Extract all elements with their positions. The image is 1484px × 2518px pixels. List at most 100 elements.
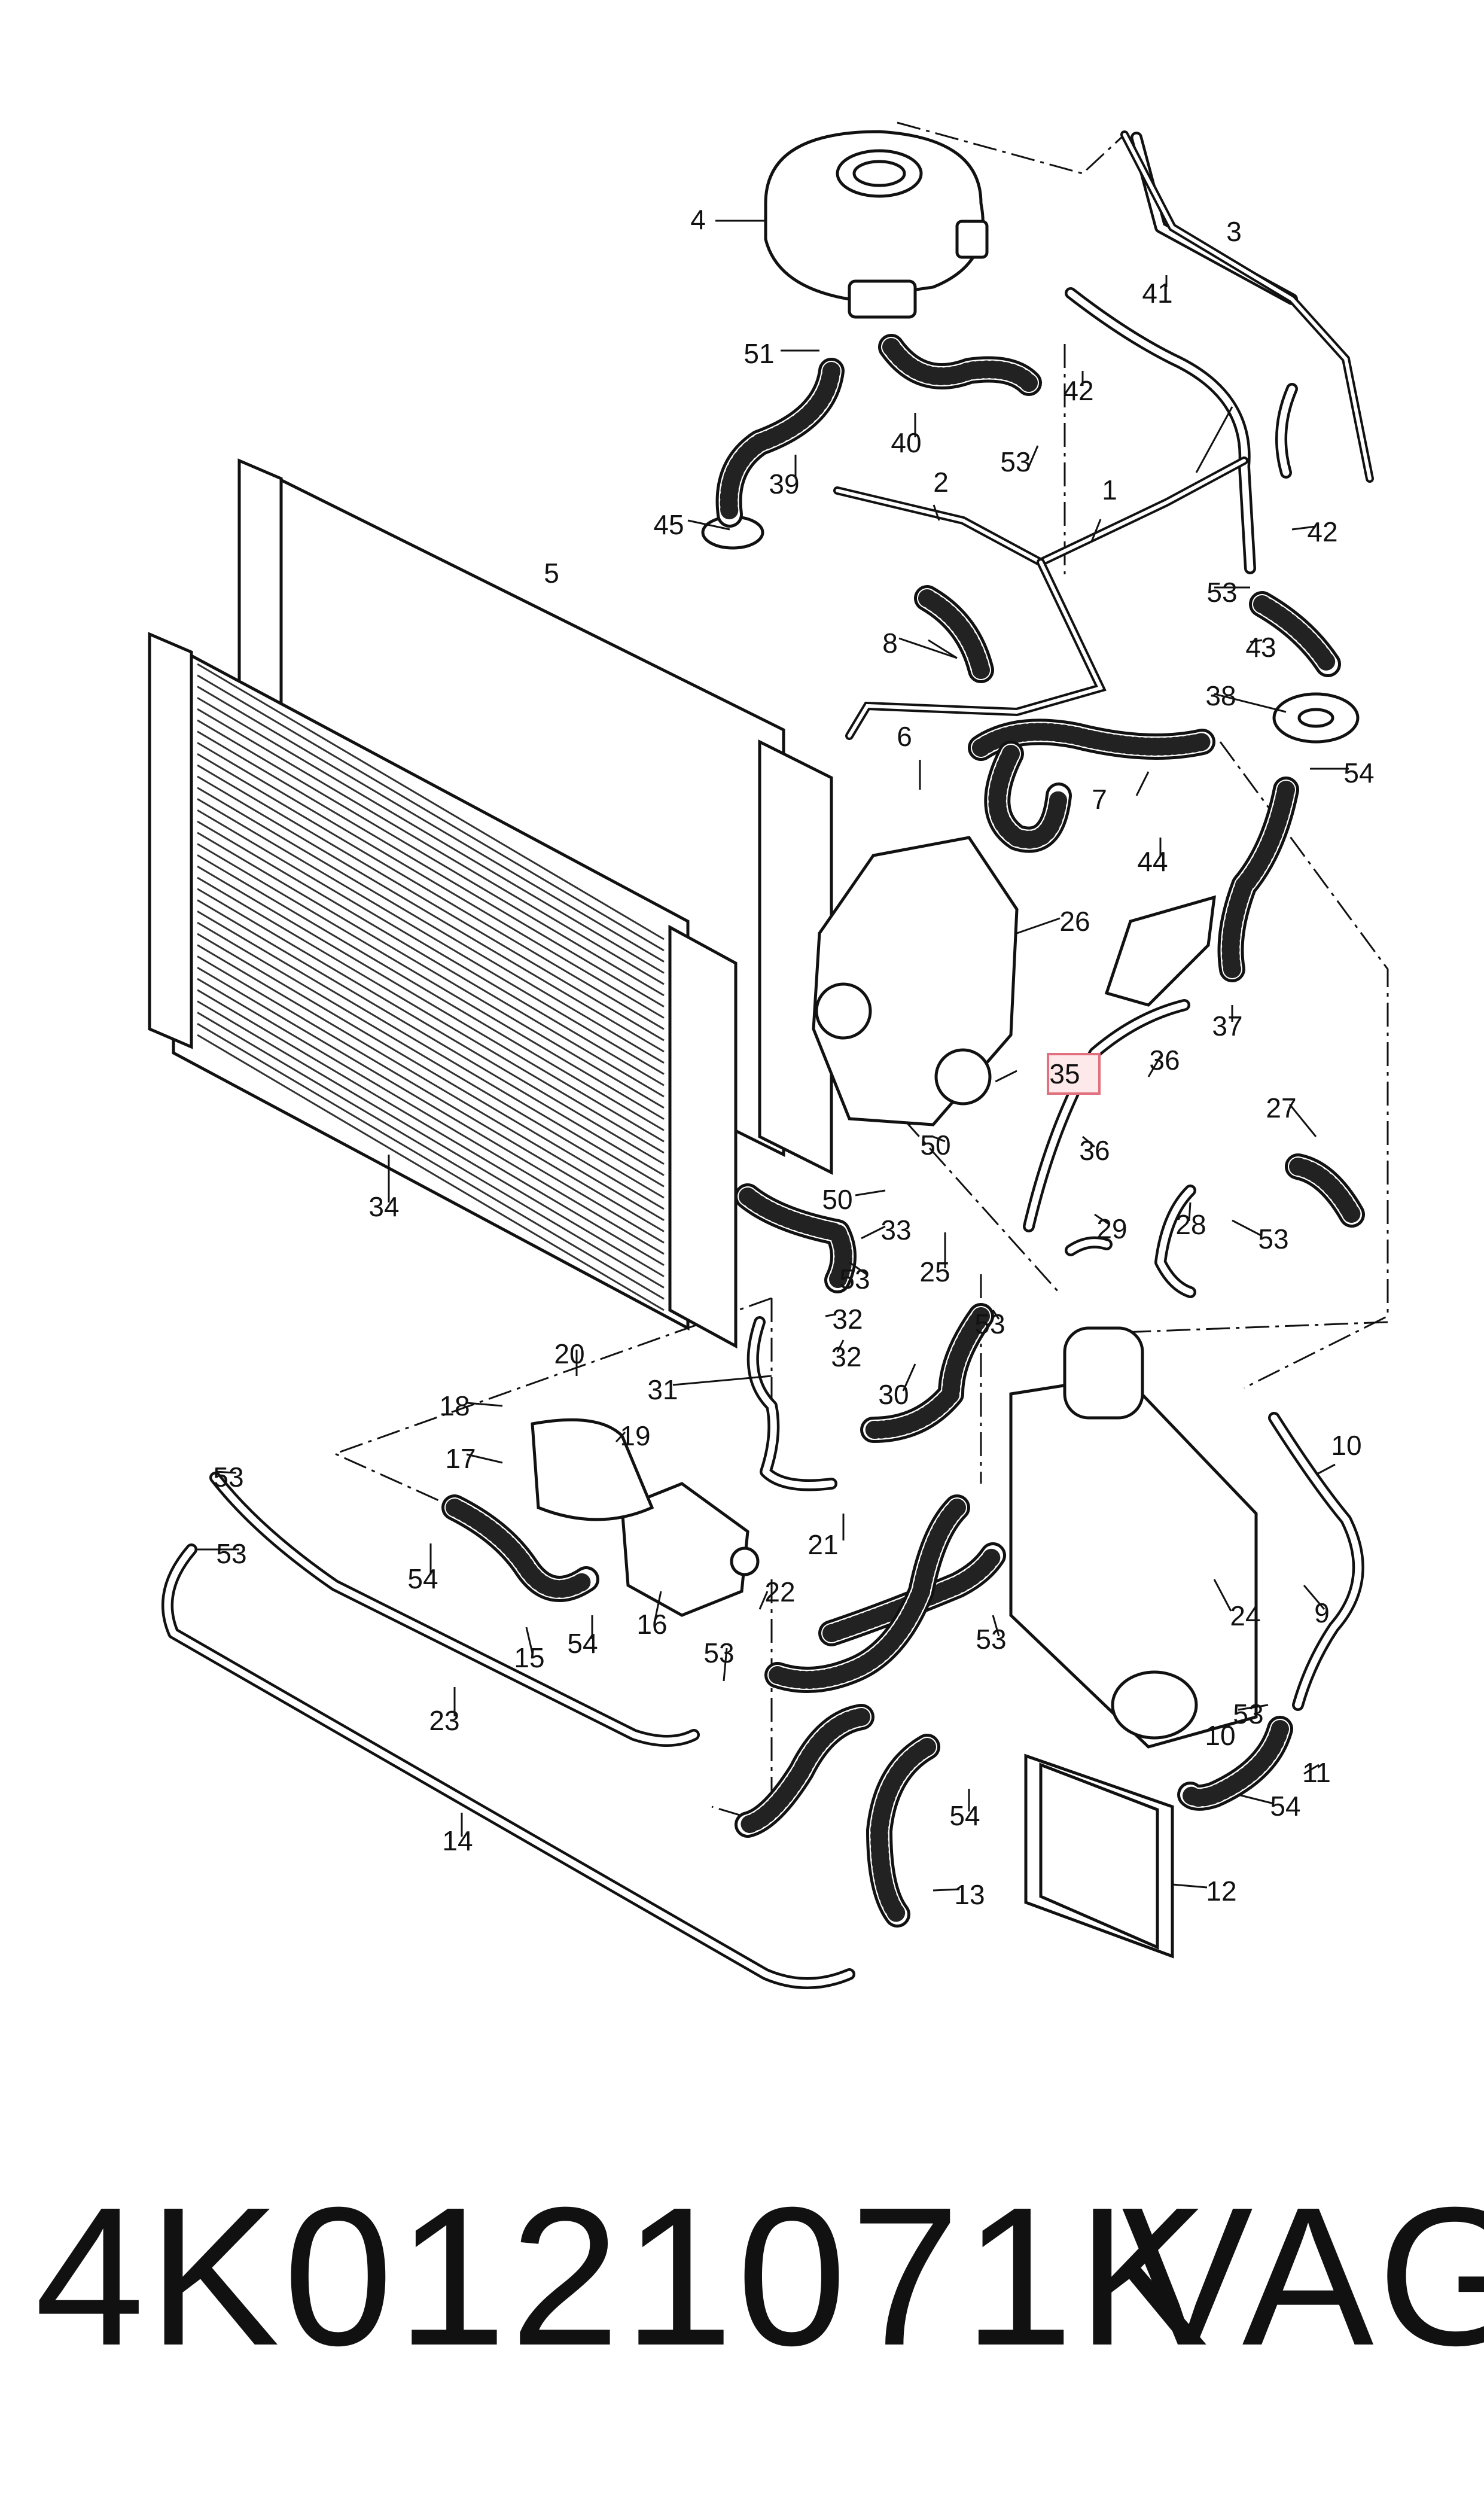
callout-label-10: 10	[1331, 1430, 1361, 1461]
brand-name: VAG	[1122, 2166, 1484, 2386]
callout-label-42: 42	[1307, 516, 1337, 547]
leader-line	[933, 504, 940, 521]
callout-label-53: 53	[1000, 446, 1031, 477]
callout-label-54: 54	[407, 1563, 438, 1594]
radiator-fin	[197, 843, 665, 1120]
callout-label-9: 9	[1314, 1597, 1330, 1628]
callout-label-13: 13	[954, 1879, 985, 1910]
radiator-fin	[197, 686, 665, 963]
leader-line	[215, 1470, 237, 1474]
callout-label-53: 53	[976, 1624, 1006, 1655]
hose-33	[735, 1183, 857, 1293]
callout-leader-lines	[197, 220, 1349, 1892]
radiator-fin	[197, 1012, 665, 1289]
radiator-fins	[197, 663, 665, 1311]
callout-label-29: 29	[1096, 1213, 1127, 1244]
cooling-system-exploded-diagram: 1234567891010111213141516171819202122232…	[148, 121, 1389, 1989]
callout-label-34: 34	[368, 1191, 399, 1222]
leader-line	[723, 1648, 728, 1682]
leader-line	[928, 639, 958, 659]
callout-label-33: 33	[880, 1214, 911, 1246]
leader-line	[1303, 1585, 1325, 1610]
radiator-fin	[197, 911, 665, 1188]
leader-line	[992, 1310, 1000, 1320]
pipe-41	[1065, 287, 1256, 574]
leader-line	[849, 1261, 868, 1276]
radiator-fin	[197, 798, 665, 1075]
callout-label-25: 25	[919, 1256, 950, 1287]
radiator-fin	[197, 865, 665, 1143]
leader-line	[672, 1375, 772, 1386]
leader-line	[1213, 1579, 1232, 1612]
callout-label-40: 40	[891, 427, 921, 458]
part-number: 4K0121071K	[35, 2166, 1212, 2386]
callout-label-26: 26	[1059, 906, 1090, 937]
callout-label-10: 10	[1205, 1720, 1235, 1751]
callout-label-53: 53	[213, 1462, 243, 1493]
callout-label-53: 53	[1206, 577, 1237, 608]
radiator-fin	[197, 899, 665, 1176]
callout-label-50: 50	[822, 1184, 852, 1215]
leader-line	[1250, 639, 1263, 643]
leader-line	[898, 637, 958, 659]
callout-label-20: 20	[554, 1338, 584, 1369]
leader-line	[1188, 1202, 1192, 1222]
hose-13	[866, 1734, 940, 1928]
radiator-fin	[197, 809, 665, 1086]
hose-15	[441, 1494, 599, 1602]
leader-line	[1195, 406, 1233, 473]
callout-label-19: 19	[620, 1420, 650, 1451]
leader-line	[466, 1453, 503, 1464]
pipe-31	[746, 1316, 837, 1491]
callout-label-21: 21	[807, 1529, 838, 1560]
radiator-fin	[197, 787, 665, 1064]
bracket-19	[531, 1418, 654, 1521]
leader-line	[758, 1591, 769, 1610]
radiator-fin	[197, 944, 665, 1221]
hose-13b	[735, 1704, 874, 1838]
leader-line	[861, 1225, 886, 1240]
expansion-tank-4	[764, 130, 989, 319]
leader-line	[1028, 445, 1039, 467]
hose-21	[818, 1542, 1006, 1646]
housing-26	[812, 836, 1019, 1126]
callout-label-44: 44	[1137, 846, 1168, 877]
callout-label-54: 54	[567, 1628, 598, 1659]
pipe-29	[1065, 1236, 1113, 1256]
callout-label-8: 8	[882, 628, 898, 659]
callout-label-54: 54	[1270, 1791, 1300, 1822]
leader-line	[1090, 519, 1102, 542]
callout-label-32: 32	[832, 1304, 863, 1335]
callout-label-36: 36	[1149, 1045, 1180, 1076]
radiator-fin	[197, 663, 665, 940]
callout-label-4: 4	[690, 204, 706, 235]
leader-line	[1315, 1463, 1336, 1476]
callout-label-3: 3	[1226, 216, 1242, 247]
leader-line	[1147, 1056, 1162, 1077]
radiator-fin	[197, 1022, 665, 1300]
callout-35-highlight	[1047, 1053, 1101, 1095]
callout-label-24: 24	[1230, 1600, 1260, 1631]
callout-label-53: 53	[974, 1308, 1005, 1339]
radiator-fin	[197, 921, 665, 1199]
callout-label-23: 23	[429, 1705, 459, 1736]
callout-label-5: 5	[544, 558, 559, 589]
radiator-34	[148, 632, 738, 1349]
callout-label-31: 31	[647, 1374, 678, 1405]
leader-line	[933, 1135, 946, 1143]
radiator-fin	[197, 955, 665, 1232]
pipe-28	[1154, 1185, 1196, 1298]
radiator-fin	[197, 775, 665, 1053]
coolant-hoses	[441, 334, 1365, 1928]
pipe-14	[161, 1543, 855, 1989]
callout-label-22: 22	[764, 1576, 795, 1607]
leader-line	[836, 1339, 845, 1353]
radiator-fin	[197, 742, 665, 1019]
callout-labels: 1234567891010111213141516171819202122232…	[213, 204, 1374, 1910]
intercooler-24	[1009, 1326, 1258, 1749]
leader-line	[1238, 1794, 1275, 1805]
callout-label-18: 18	[439, 1390, 470, 1421]
leader-line	[525, 1627, 534, 1654]
leader-line	[855, 1189, 886, 1196]
hose-11	[1177, 1716, 1293, 1811]
